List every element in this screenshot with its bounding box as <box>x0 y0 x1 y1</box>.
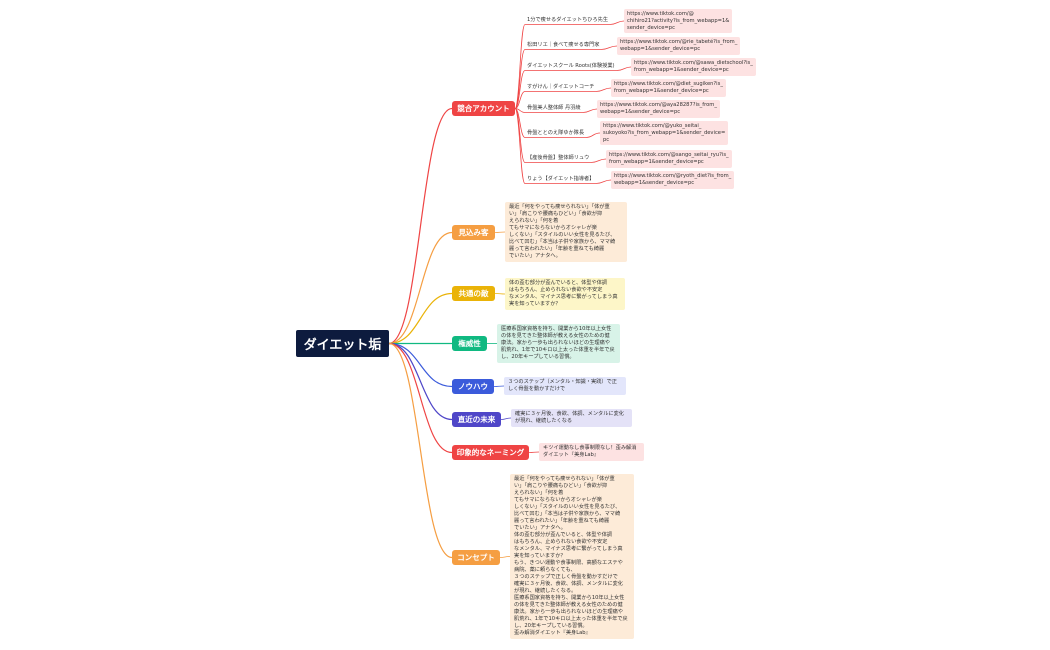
competitor-url-7[interactable]: https://www.tiktok.com/@sango_seitai_ryu… <box>606 150 732 168</box>
branch-concept-connector <box>388 342 453 559</box>
competitor-url-connector-1 <box>609 20 625 25</box>
knowhow-note[interactable]: ３つのステップ（メンタル・知識・実践）で正 しく骨盤を動かすだけで <box>504 377 626 396</box>
branch-near-future[interactable]: 直近の未来 <box>452 412 501 427</box>
competitor-connector-1 <box>514 24 526 109</box>
near-future-note-connector <box>500 417 512 420</box>
naming-note[interactable]: キツイ運動なし食事制限なし！歪み解消 ダイエット『美身Lab』 <box>539 443 644 462</box>
competitor-url-connector-5 <box>582 108 598 113</box>
branch-competitors-connector <box>388 107 453 345</box>
competitor-url-connector-6 <box>585 132 601 138</box>
competitor-url-connector-8 <box>595 179 612 184</box>
branch-knowhow[interactable]: ノウハウ <box>452 379 494 394</box>
competitor-connector-3 <box>514 70 526 109</box>
branch-near-future-connector <box>388 342 453 421</box>
competitor-url-1[interactable]: https://www.tiktok.com/@ chihiro21?activ… <box>624 9 733 34</box>
branch-concept[interactable]: コンセプト <box>452 550 500 565</box>
competitor-url-6[interactable]: https://www.tiktok.com/@yuko_seitai_ suk… <box>600 121 729 146</box>
competitor-url-5[interactable]: https://www.tiktok.com/@aya28287?is_from… <box>597 100 720 118</box>
competitor-url-8[interactable]: https://www.tiktok.com/@ryoth_diet?is_fr… <box>611 171 735 189</box>
knowhow-note-connector <box>493 385 505 387</box>
competitor-account-6[interactable]: 骨盤ととのえ隊ゆか隊長 <box>527 130 585 137</box>
common-enemy-note-connector <box>494 293 506 295</box>
prospects-note-connector <box>494 231 506 233</box>
competitor-url-3[interactable]: https://www.tiktok.com/@sawa_dietschool?… <box>631 58 756 76</box>
authority-note[interactable]: 医療系国家資格を持ち、開業から10年以上女性 の体を見てきた整体師が教える女性の… <box>497 324 620 364</box>
concept-note-connector <box>499 556 511 558</box>
branch-prospects[interactable]: 見込み客 <box>452 225 495 240</box>
competitor-account-7[interactable]: 【産後骨盤】整体師リュウ <box>527 155 590 162</box>
competitor-url-2[interactable]: https://www.tiktok.com/@rie_tabeté?is_fr… <box>617 37 741 55</box>
competitor-connector-8 <box>514 108 526 184</box>
competitor-url-connector-7 <box>590 158 607 163</box>
competitor-connector-4 <box>514 91 526 109</box>
root-node[interactable]: ダイエット垢 <box>296 330 389 357</box>
near-future-note[interactable]: 確実に３ヶ月後、食欲、体調、メンタルに変化 が現れ、継続したくなる <box>511 409 632 428</box>
competitor-connector-5 <box>514 108 526 113</box>
prospects-note[interactable]: 最近「何をやっても痩せられない」「体が重 い」「肩こりや腰痛もひどい」「食欲が抑… <box>505 202 627 263</box>
branch-knowhow-connector <box>388 342 453 388</box>
branch-common-enemy[interactable]: 共通の敵 <box>452 286 495 301</box>
competitor-url-4[interactable]: https://www.tiktok.com/@diet_sugiken?is_… <box>611 79 726 97</box>
branch-prospects-connector <box>388 231 453 345</box>
competitor-account-8[interactable]: りょう【ダイエット指導者】 <box>527 176 595 183</box>
branch-naming[interactable]: 印象的なネーミング <box>452 445 529 460</box>
competitor-url-connector-4 <box>595 87 612 92</box>
branch-naming-connector <box>388 342 453 454</box>
competitor-account-3[interactable]: ダイエットスクール Roots(体験授業) <box>527 63 615 70</box>
concept-note[interactable]: 最近「何をやっても痩せられない」「体が重 い」「肩こりや腰痛もひどい」「食欲が抑… <box>510 474 634 640</box>
competitor-url-connector-3 <box>616 66 632 71</box>
competitor-account-1[interactable]: 1分で痩せるダイエットちひろ先生 <box>527 17 609 24</box>
branch-competitors[interactable]: 競合アカウント <box>452 101 515 116</box>
competitor-account-4[interactable]: すがけん｜ダイエットコーチ <box>527 84 595 91</box>
competitor-url-connector-2 <box>600 45 618 50</box>
competitor-account-5[interactable]: 骨盤美人整体師 丹羽綾 <box>527 105 581 112</box>
branch-common-enemy-connector <box>388 292 453 345</box>
competitor-account-2[interactable]: 松田リエ｜食べて痩せる専門家 <box>527 42 600 49</box>
naming-note-connector <box>528 451 540 453</box>
branch-authority[interactable]: 権威性 <box>452 336 487 351</box>
common-enemy-note[interactable]: 体の歪む部分が歪んでいると、体型や体調 はもちろん、止められない食欲や不安定 な… <box>505 278 625 311</box>
